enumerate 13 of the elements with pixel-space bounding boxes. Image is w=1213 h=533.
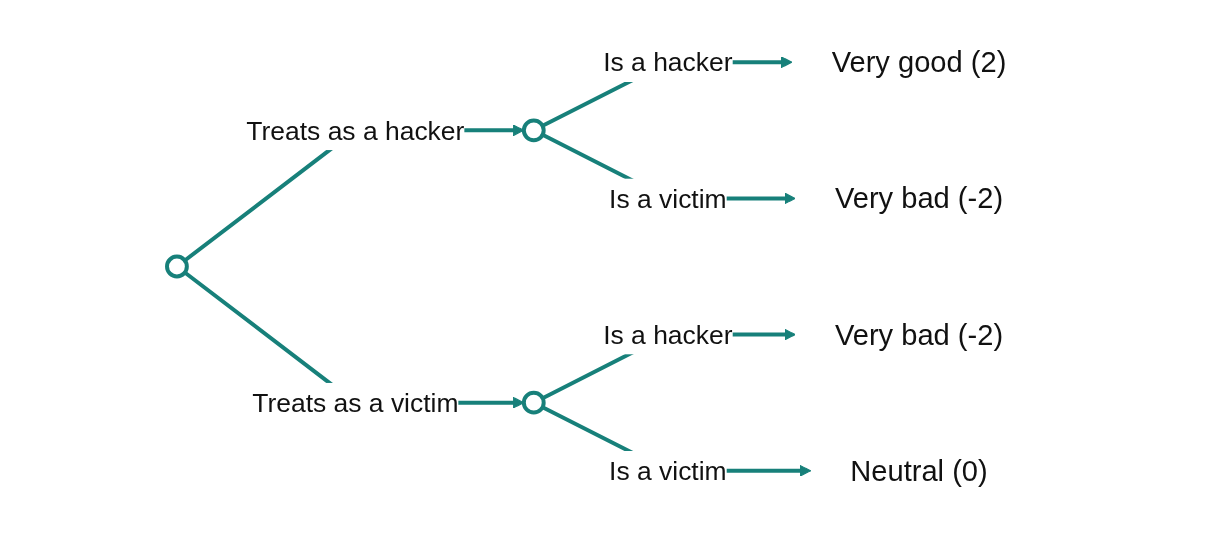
edge-label: Is a victim [609,456,727,486]
node-circle [521,118,546,143]
node-text: Very good (2) [831,45,1007,79]
edge-label: Treats as a victim [252,388,459,418]
node-text: Neutral (0) [850,454,988,488]
edge-label: Treats as a hacker [246,115,465,145]
node-circle [165,254,189,279]
node-text: Very bad (-2) [834,181,1004,215]
edge-label: Is a victim [609,183,727,213]
edge-label: Is a hacker [603,47,733,77]
edge-label: Is a hacker [603,320,733,350]
node-text: Very bad (-2) [834,318,1004,352]
node-circle [521,390,546,415]
